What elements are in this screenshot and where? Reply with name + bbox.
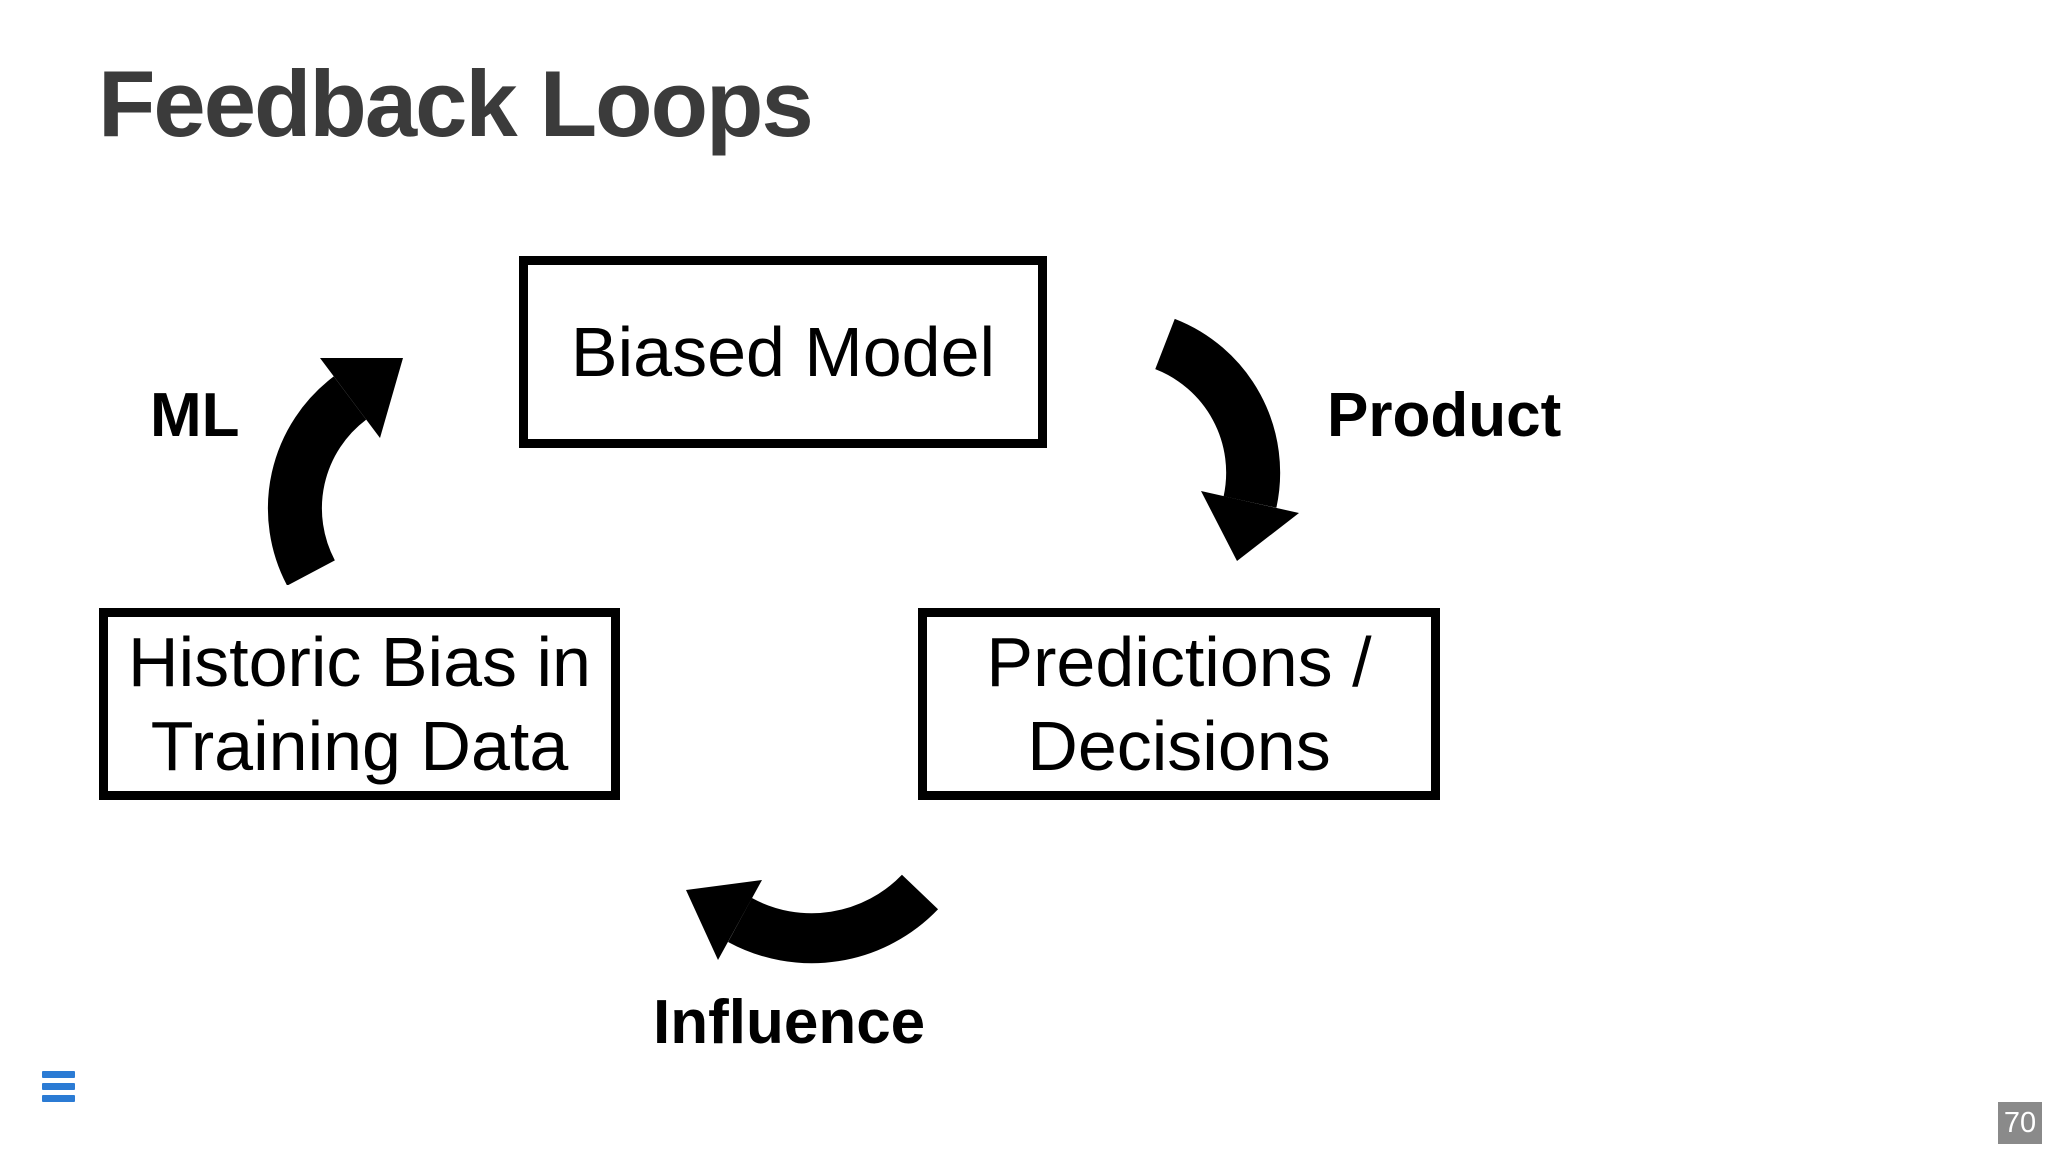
node-biased-model: Biased Model [519, 256, 1047, 448]
edge-label-influence: Influence [653, 988, 926, 1057]
hamburger-icon [42, 1083, 75, 1090]
node-label: Biased Model [570, 313, 996, 391]
hamburger-icon [42, 1095, 75, 1102]
edge-label-product: Product [1327, 381, 1562, 450]
node-label: Historic Bias in Training Data [128, 623, 591, 785]
menu-button[interactable] [42, 1071, 75, 1102]
page-number-badge: 70 [1998, 1102, 2042, 1144]
curved-arrow-influence-icon [686, 874, 939, 964]
edge-label-ml: ML [150, 381, 240, 450]
curved-arrow-ml-icon [267, 358, 403, 585]
node-label: Predictions / Decisions [986, 623, 1372, 785]
slide-title: Feedback Loops [98, 51, 814, 156]
hamburger-icon [42, 1071, 75, 1078]
node-predictions-decisions: Predictions / Decisions [918, 608, 1440, 800]
node-historic-bias: Historic Bias in Training Data [99, 608, 620, 800]
curved-arrow-product-icon [1154, 318, 1299, 561]
